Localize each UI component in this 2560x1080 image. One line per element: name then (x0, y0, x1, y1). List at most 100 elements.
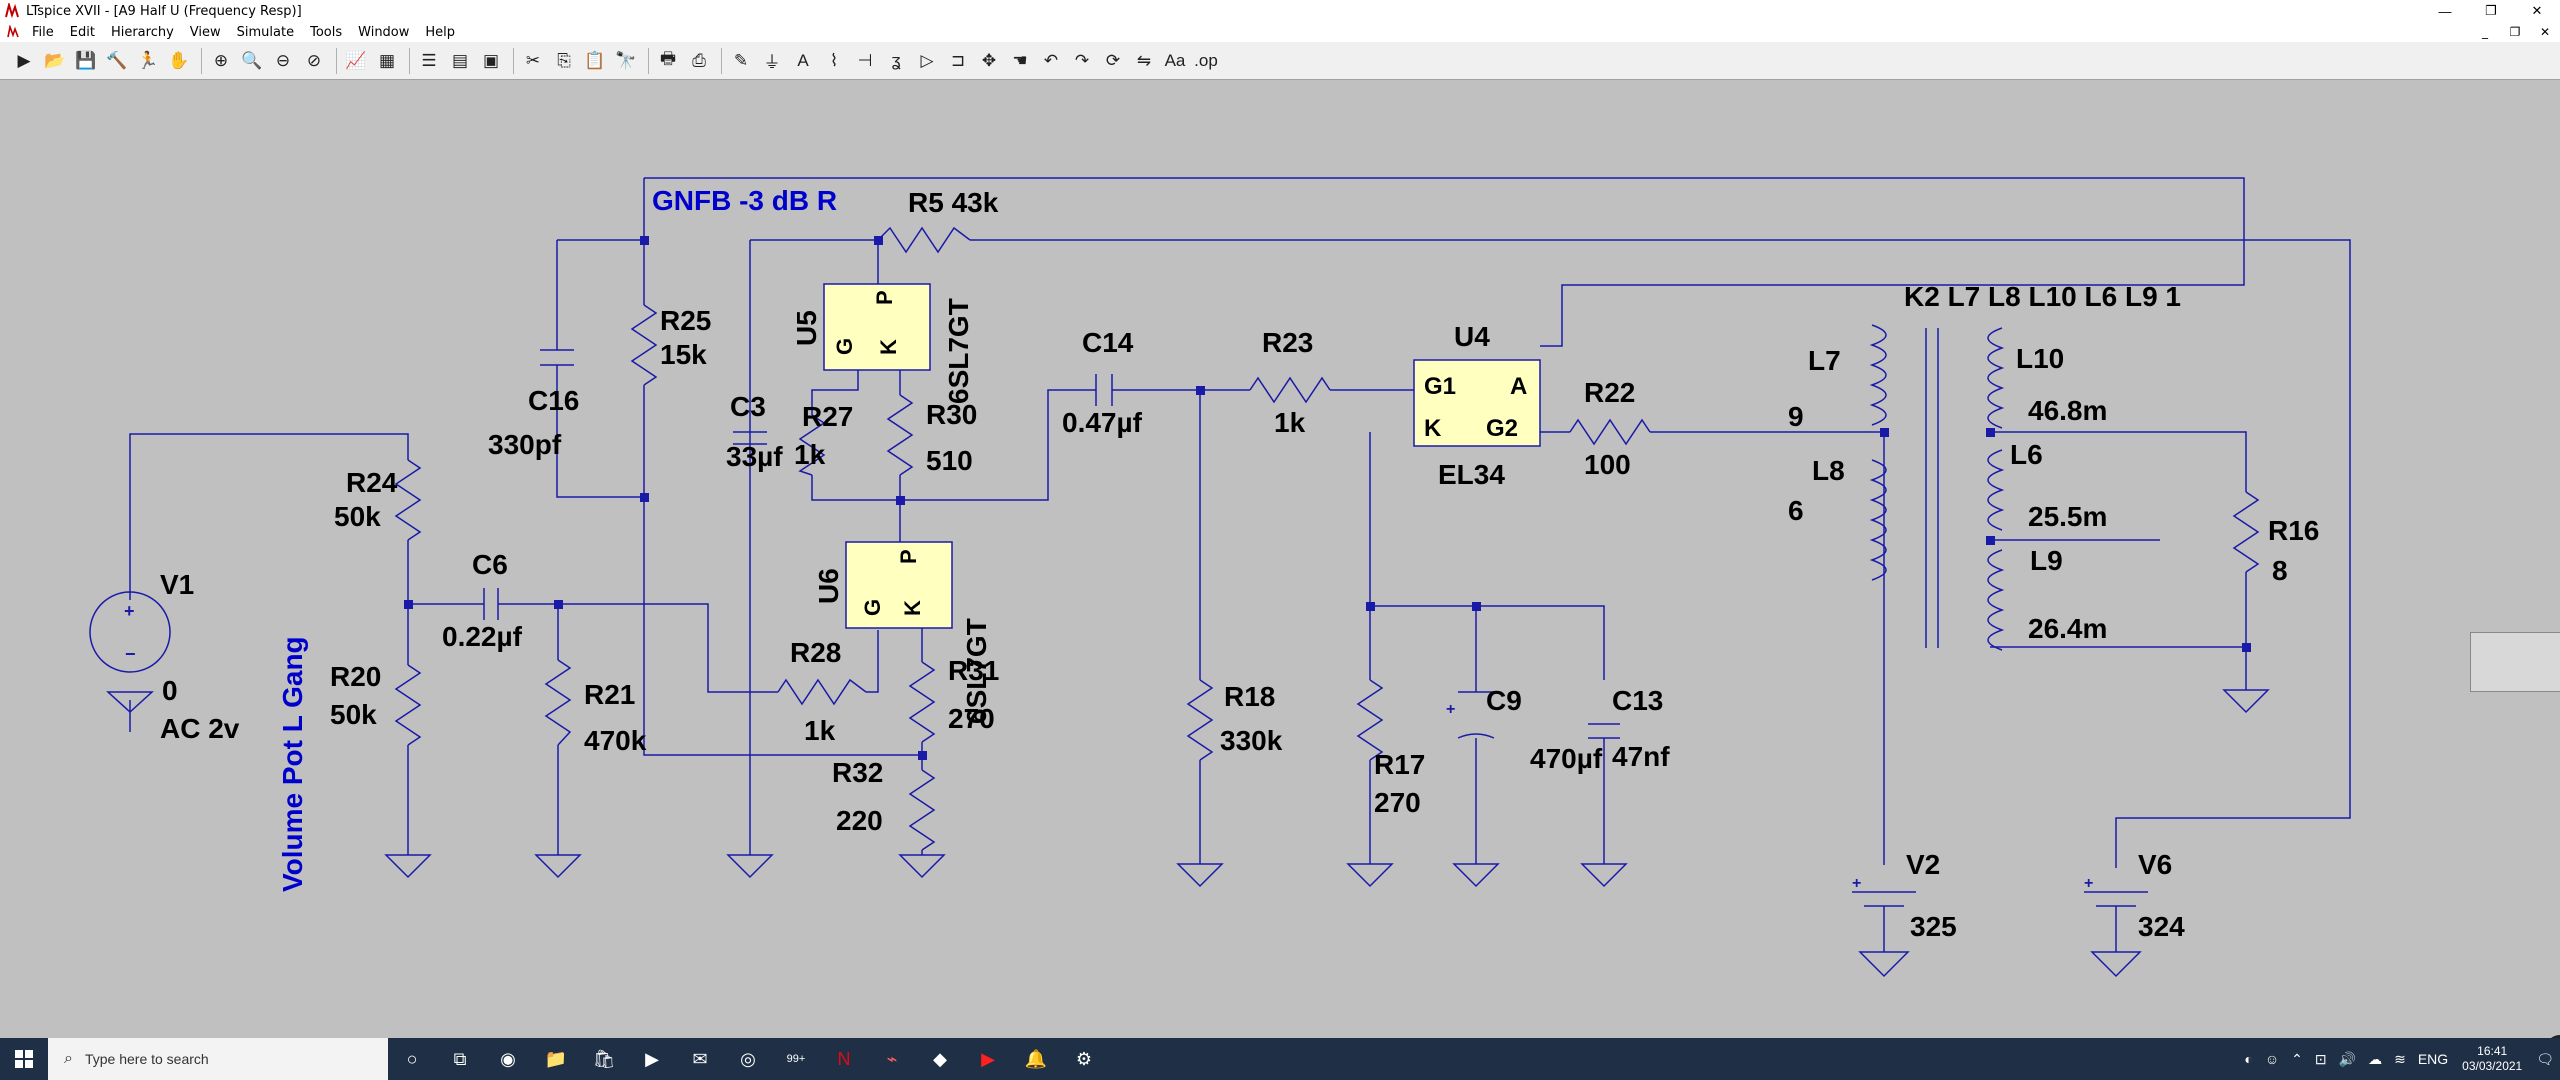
schematic-svg[interactable]: G P K G P K G1 A K G2 + − + + + GNFB -3 … (0, 80, 2560, 1038)
zoom-cancel-icon[interactable]: ⊘ (306, 50, 322, 70)
menu-file[interactable]: File (32, 24, 54, 40)
taskbar-search-box[interactable]: ⌕ Type here to search (48, 1038, 388, 1080)
run-stop-icon[interactable]: 🏃 (137, 50, 159, 70)
r32-symbol (908, 769, 936, 851)
tube-u4[interactable]: G1 A K G2 (1413, 359, 1541, 447)
steam-icon[interactable]: ⚙ (1075, 1048, 1093, 1069)
component-labels[interactable]: R5 43k R25 15k C16 330pf C3 33µf R27 1k … (160, 187, 2319, 942)
r31-value: 270 (948, 703, 995, 734)
youtube-icon[interactable]: ▶ (981, 1048, 995, 1069)
label-net-icon[interactable]: A (797, 50, 809, 70)
action-center-icon[interactable]: 🗨 (2536, 1050, 2554, 1067)
redo-icon[interactable]: ↷ (1074, 50, 1090, 70)
tile-horizontal-icon[interactable]: ☰ (421, 50, 437, 70)
document-icon[interactable] (6, 25, 20, 39)
plot-window-thumbnail[interactable] (2470, 632, 2560, 692)
zoom-in-icon[interactable]: ⊕ (213, 50, 229, 70)
tile-vertical-icon[interactable]: ▤ (451, 50, 469, 70)
control-panel-icon[interactable]: 🔨 (106, 50, 128, 70)
volume-icon[interactable]: 🔊 (2338, 1050, 2357, 1067)
capacitor-icon[interactable]: ⊣ (857, 50, 873, 70)
file-explorer-icon[interactable]: 📁 (544, 1048, 568, 1069)
menu-tools[interactable]: Tools (310, 24, 343, 40)
ltspice-taskbar-icon[interactable]: ⌁ (886, 1048, 898, 1069)
r16-label: R16 (2268, 515, 2319, 546)
move-icon[interactable]: ✥ (981, 50, 997, 70)
gnfb-label[interactable]: GNFB -3 dB R (652, 185, 837, 216)
menu-help[interactable]: Help (425, 24, 456, 40)
print-setup-icon[interactable]: 🖶 (659, 49, 677, 68)
mdi-close-button[interactable]: ✕ (2539, 25, 2551, 39)
menu-window[interactable]: Window (358, 24, 410, 40)
edge-icon[interactable]: ◉ (500, 1048, 516, 1069)
up-arrow-icon[interactable]: ⌃ (2291, 1050, 2303, 1067)
language-indicator[interactable]: ENG (2417, 1051, 2449, 1067)
toolbar-separator (336, 47, 337, 74)
ground-icon[interactable]: ⏚ (763, 53, 781, 72)
pan-icon[interactable]: ✋ (168, 50, 190, 70)
chrome-icon[interactable]: ◎ (740, 1048, 756, 1069)
undo-icon[interactable]: ↶ (1043, 50, 1059, 70)
spice-directive-icon[interactable]: .op (1194, 50, 1218, 70)
plot-settings-icon[interactable]: ▦ (378, 50, 396, 70)
store-icon[interactable]: 🛍 (592, 1048, 616, 1069)
cut-icon[interactable]: ✂ (525, 50, 541, 70)
cascade-icon[interactable]: ▣ (482, 50, 500, 70)
zoom-out-icon[interactable]: ⊖ (275, 50, 291, 70)
resistor-icon[interactable]: ⌇ (829, 50, 839, 70)
u6-pin-p: P (896, 549, 921, 564)
netflix-icon[interactable]: N (837, 1048, 851, 1069)
task-view-icon[interactable]: ⧉ (453, 1048, 467, 1069)
r22-symbol (1569, 418, 1651, 446)
save-icon[interactable]: 💾 (75, 50, 97, 70)
media-icon[interactable]: ▶ (645, 1048, 659, 1069)
component-icon[interactable]: ⊐ (950, 50, 966, 70)
k2-coupling-label: K2 L7 L8 L10 L6 L9 1 (1904, 281, 2181, 312)
text-icon[interactable]: Aa (1164, 50, 1186, 70)
wifi-icon[interactable]: ≋ (2394, 1050, 2406, 1067)
network-icon[interactable]: ⊡ (2314, 1050, 2327, 1067)
rotate-icon[interactable]: ⟳ (1105, 50, 1121, 70)
avatar[interactable]: ◐ (2244, 1051, 2253, 1067)
maximize-button[interactable]: ❐ (2485, 3, 2497, 18)
people-icon[interactable]: ☺ (2264, 1051, 2280, 1067)
cloud-icon[interactable]: ☁ (2368, 1050, 2383, 1067)
volume-pot-label[interactable]: Volume Pot L Gang (277, 636, 308, 892)
draw-wire-icon[interactable]: ✎ (733, 50, 749, 70)
run-icon[interactable]: ▶ (17, 50, 31, 70)
zoom-area-icon[interactable]: 🔍 (241, 50, 263, 70)
drag-icon[interactable]: ☚ (1012, 50, 1028, 70)
schematic-canvas[interactable]: G P K G P K G1 A K G2 + − + + + GNFB -3 … (0, 80, 2560, 1075)
menu-hierarchy[interactable]: Hierarchy (110, 24, 174, 40)
notifications-app-icon[interactable]: 🔔 (1024, 1048, 1048, 1069)
windows-taskbar: ⌕ Type here to search ○ ⧉ ◉ 📁 🛍 ▶ ✉ ◎ 99… (0, 1038, 2560, 1080)
whatsapp-icon[interactable]: 99+ (772, 1038, 820, 1080)
l7-value: 9 (1788, 401, 1804, 432)
find-icon[interactable]: 🔭 (615, 50, 637, 70)
inductor-icon[interactable]: ʓ (891, 50, 901, 70)
paste-icon[interactable]: 📋 (584, 50, 606, 70)
menu-bar: File Edit Hierarchy View Simulate Tools … (0, 22, 2560, 42)
minimize-button[interactable]: — (2438, 3, 2452, 19)
close-button[interactable]: ✕ (2531, 3, 2543, 18)
diode-icon[interactable]: ▷ (920, 50, 934, 70)
mdi-restore-button[interactable]: ❐ (2509, 25, 2521, 39)
start-button[interactable] (0, 1038, 48, 1080)
menu-simulate[interactable]: Simulate (236, 24, 295, 40)
menu-view[interactable]: View (189, 24, 221, 40)
autorange-icon[interactable]: 📈 (345, 50, 367, 70)
mdi-minimize-button[interactable]: _ (2482, 25, 2488, 39)
tube-u5[interactable]: G P K (823, 283, 931, 371)
tube-u6[interactable]: G P K (845, 541, 953, 629)
copy-icon[interactable]: ⎘ (557, 50, 571, 70)
mail-icon[interactable]: ✉ (692, 1048, 708, 1069)
mirror-icon[interactable]: ⇋ (1136, 50, 1152, 70)
menu-edit[interactable]: Edit (69, 24, 95, 40)
dropbox-icon[interactable]: ◆ (933, 1048, 947, 1069)
clock[interactable]: 16:41 03/03/2021 (2462, 1044, 2522, 1074)
cortana-icon[interactable]: ○ (406, 1048, 418, 1069)
ground-c3 (726, 854, 774, 879)
print-icon[interactable]: ⎙ (692, 50, 706, 70)
u4-pin-g1: G1 (1424, 373, 1456, 400)
open-folder-icon[interactable]: 📂 (44, 50, 66, 70)
